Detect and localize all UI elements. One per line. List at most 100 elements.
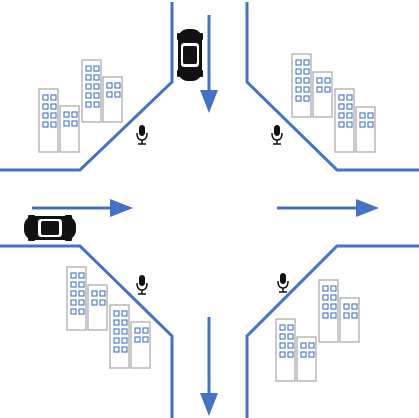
window xyxy=(351,303,358,310)
window xyxy=(303,68,310,75)
window xyxy=(114,91,121,98)
microphone-se-icon xyxy=(277,273,289,293)
window xyxy=(295,86,302,93)
window xyxy=(106,82,113,89)
window xyxy=(322,285,329,292)
window xyxy=(78,272,85,279)
window xyxy=(330,285,337,292)
arrow-eastbound-right xyxy=(277,199,379,217)
building-se-3 xyxy=(318,279,339,343)
window xyxy=(85,65,92,72)
window xyxy=(303,86,310,93)
traffic-arrows xyxy=(32,15,379,416)
arrow-southbound-bottom xyxy=(200,317,218,416)
microphones xyxy=(136,125,289,295)
window xyxy=(308,342,315,349)
window xyxy=(50,103,57,110)
window xyxy=(346,121,353,128)
building-nw-1 xyxy=(38,88,59,153)
window xyxy=(78,281,85,288)
window xyxy=(42,112,49,119)
building-se-4 xyxy=(339,297,360,343)
window xyxy=(93,65,100,72)
window xyxy=(70,299,77,306)
window xyxy=(134,336,141,343)
window xyxy=(99,299,106,306)
window xyxy=(324,77,331,84)
window xyxy=(346,112,353,119)
window xyxy=(287,342,294,349)
building-sw-3 xyxy=(109,304,130,369)
window xyxy=(121,328,128,335)
window xyxy=(70,281,77,288)
window xyxy=(300,351,307,358)
window xyxy=(121,319,128,326)
building-se-1 xyxy=(275,318,296,382)
window xyxy=(300,342,307,349)
window xyxy=(78,299,85,306)
window xyxy=(93,74,100,81)
car-west-icon xyxy=(24,215,76,241)
window xyxy=(42,121,49,128)
window xyxy=(316,86,323,93)
window xyxy=(303,95,310,102)
car-north-icon xyxy=(177,29,203,81)
window xyxy=(322,312,329,319)
window xyxy=(78,290,85,297)
window xyxy=(42,94,49,101)
window xyxy=(279,324,286,331)
window xyxy=(91,299,98,306)
window xyxy=(91,290,98,297)
window xyxy=(330,312,337,319)
window xyxy=(85,74,92,81)
window xyxy=(85,101,92,108)
building-ne-1 xyxy=(291,53,312,118)
window xyxy=(106,91,113,98)
microphone-ne-icon xyxy=(271,125,283,145)
window xyxy=(142,327,149,334)
road-edge-ne xyxy=(245,2,419,172)
window xyxy=(85,92,92,99)
microphone-nw-icon xyxy=(136,125,148,145)
window xyxy=(93,101,100,108)
window xyxy=(113,310,120,317)
window xyxy=(343,312,350,319)
window xyxy=(50,121,57,128)
window xyxy=(295,77,302,84)
arrow-southbound-top xyxy=(200,15,218,113)
window xyxy=(359,112,366,119)
window xyxy=(343,303,350,310)
window xyxy=(330,303,337,310)
road-edge-se xyxy=(245,244,419,418)
window xyxy=(114,82,121,89)
window xyxy=(70,272,77,279)
window xyxy=(70,308,77,315)
window xyxy=(99,290,106,297)
window xyxy=(287,351,294,358)
window xyxy=(134,327,141,334)
window xyxy=(303,77,310,84)
window xyxy=(367,112,374,119)
window xyxy=(322,303,329,310)
window xyxy=(324,86,331,93)
window xyxy=(287,324,294,331)
window xyxy=(346,103,353,110)
window xyxy=(85,83,92,90)
window xyxy=(93,83,100,90)
building-clusters xyxy=(38,53,376,382)
window xyxy=(121,346,128,353)
window xyxy=(50,112,57,119)
window xyxy=(338,94,345,101)
building-nw-2 xyxy=(59,105,80,153)
window xyxy=(121,310,128,317)
window xyxy=(367,121,374,128)
window xyxy=(295,68,302,75)
window xyxy=(279,342,286,349)
building-sw-4 xyxy=(130,321,151,369)
window xyxy=(63,111,70,118)
window xyxy=(113,328,120,335)
window xyxy=(113,319,120,326)
building-ne-3 xyxy=(334,88,355,153)
